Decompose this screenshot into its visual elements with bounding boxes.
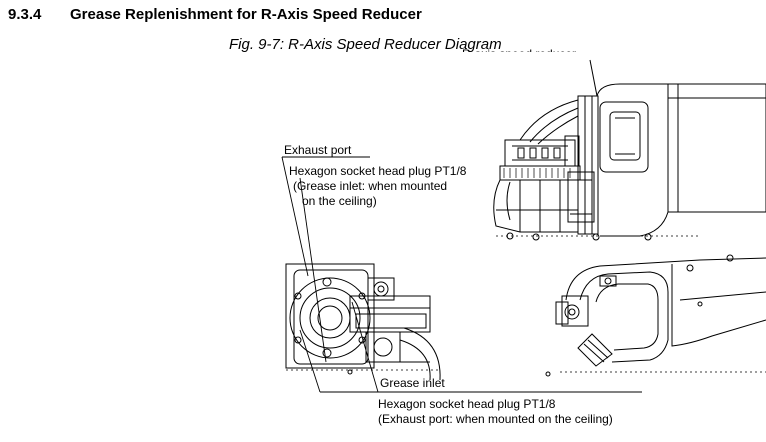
rear-view-drawing [545, 254, 766, 377]
plug-bottom-label-line2: (Exhaust port: when mounted on the ceili… [378, 412, 613, 426]
leader-lines [281, 156, 642, 393]
plug-top-label-line2: (Grease inlet: when mounted [293, 179, 448, 193]
plug-top-label-line1: Hexagon socket head plug PT1/8 [289, 164, 467, 178]
side-view-drawing: R-axis speed reducer [440, 47, 766, 241]
section-heading: 9.3.4 Grease Replenishment for R-Axis Spe… [8, 6, 422, 23]
exhaust-port-label: Exhaust port [284, 143, 352, 157]
plug-bottom-label-line1: Hexagon socket head plug PT1/8 [378, 397, 556, 411]
caption-mask [440, 52, 600, 62]
section-title: Grease Replenishment for R-Axis Speed Re… [70, 6, 422, 23]
plug-top-label-line3: on the ceiling) [302, 194, 377, 208]
front-view-drawing [285, 263, 441, 381]
section-number: 9.3.4 [8, 6, 42, 23]
figure-caption: Fig. 9-7: R-Axis Speed Reducer Diagram [229, 36, 502, 53]
grease-inlet-label: Grease inlet [380, 376, 445, 390]
